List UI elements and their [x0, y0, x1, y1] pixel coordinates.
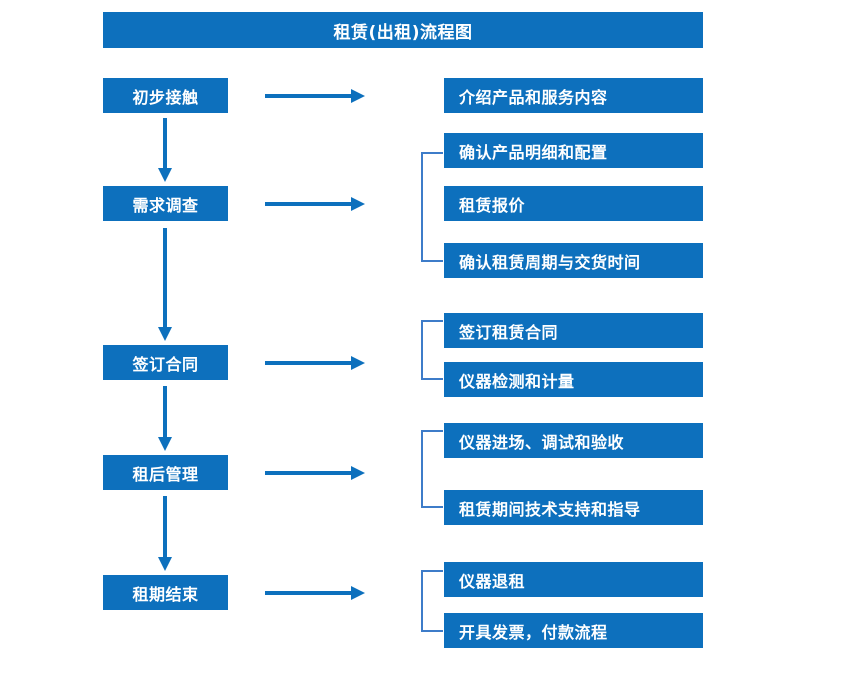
right-arrow-icon-1	[265, 88, 365, 103]
page-title: 租赁(出租)流程图	[103, 12, 703, 48]
stage-box-3: 签订合同	[103, 345, 228, 380]
detail-box-10: 开具发票，付款流程	[444, 613, 703, 648]
detail-box-6: 仪器检测和计量	[444, 362, 703, 397]
down-arrow-icon-3	[158, 386, 172, 451]
down-arrow-icon-2	[158, 228, 172, 341]
detail-box-9: 仪器退租	[444, 562, 703, 597]
stage-box-5: 租期结束	[103, 575, 228, 610]
group-bracket-4	[421, 570, 443, 632]
detail-box-4: 确认租赁周期与交货时间	[444, 243, 703, 278]
detail-box-7: 仪器进场、调试和验收	[444, 423, 703, 458]
down-arrow-icon-1	[158, 118, 172, 182]
down-arrow-icon-4	[158, 496, 172, 571]
stage-box-4: 租后管理	[103, 455, 228, 490]
right-arrow-icon-4	[265, 465, 365, 480]
stage-box-2: 需求调查	[103, 186, 228, 221]
detail-box-2: 确认产品明细和配置	[444, 133, 703, 168]
right-arrow-icon-2	[265, 196, 365, 211]
group-bracket-2	[421, 320, 443, 380]
group-bracket-1	[421, 152, 443, 262]
right-arrow-icon-5	[265, 585, 365, 600]
stage-box-1: 初步接触	[103, 78, 228, 113]
detail-box-8: 租赁期间技术支持和指导	[444, 490, 703, 525]
right-arrow-icon-3	[265, 355, 365, 370]
detail-box-5: 签订租赁合同	[444, 313, 703, 348]
group-bracket-3	[421, 430, 443, 508]
detail-box-3: 租赁报价	[444, 186, 703, 221]
detail-box-1: 介绍产品和服务内容	[444, 78, 703, 113]
